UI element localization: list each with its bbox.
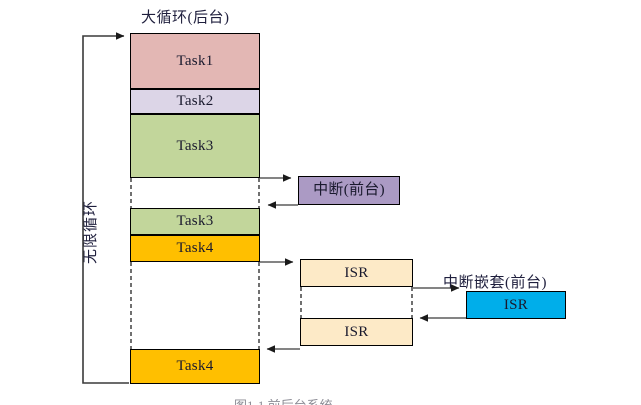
isr-block-upper: ISR	[300, 259, 413, 287]
task-label: Task4	[176, 358, 214, 374]
isr-block-lower: ISR	[300, 318, 413, 346]
nested-interrupt-title: 中断嵌套(前台)	[443, 275, 547, 291]
task-label: Task3	[176, 213, 214, 229]
isr-nested-label: ISR	[503, 296, 529, 313]
isr-block-nested: ISR	[466, 291, 566, 319]
task-label: Task4	[176, 240, 214, 256]
interrupt-block: 中断(前台)	[298, 176, 400, 205]
isr-label: ISR	[344, 323, 369, 340]
task-label: Task3	[176, 137, 214, 154]
task-block-task3-first: Task3	[130, 114, 260, 178]
task-block-task4-second: Task4	[130, 349, 260, 384]
task-block-task1: Task1	[130, 33, 260, 89]
task-block-task2: Task2	[130, 89, 260, 114]
figure-caption: 图1-1 前后台系统	[234, 399, 333, 405]
task-block-task4-first: Task4	[130, 235, 260, 262]
main-loop-title: 大循环(后台)	[141, 10, 230, 26]
task-label: Task2	[176, 93, 214, 109]
task-label: Task1	[176, 52, 214, 69]
isr-label: ISR	[344, 264, 369, 281]
interrupt-block-label: 中断(前台)	[313, 182, 385, 198]
infinite-loop-label: 无限循环	[83, 199, 99, 264]
task-block-task3-second: Task3	[130, 208, 260, 235]
